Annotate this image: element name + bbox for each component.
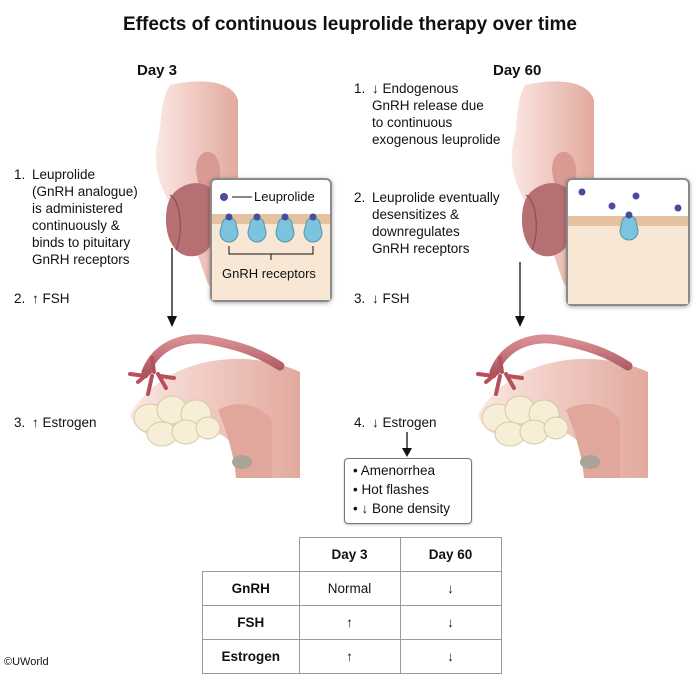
leuprolide-label: Leuprolide [254, 189, 315, 204]
table-row: FSH ↑ ↓ [202, 605, 502, 640]
cell: ↓ [399, 605, 502, 640]
downregulated-receptor [619, 215, 639, 241]
right-step-1: 1.↓ Endogenous GnRH release due to conti… [354, 81, 501, 147]
gnrh-receptors-label: GnRH receptors [222, 266, 316, 281]
right-column-heading: Day 60 [493, 62, 542, 79]
effect-item: • Amenorrhea [353, 463, 436, 478]
cell: ↑ [298, 639, 401, 674]
row-label-gnrh: GnRH [202, 571, 300, 606]
left-arrow-to-ovary [167, 248, 177, 327]
comparison-table: Day 3 Day 60 GnRH Normal ↓ FSH ↑ ↓ Estro… [202, 537, 502, 674]
table-row: Estrogen ↑ ↓ [202, 639, 502, 674]
left-column-heading: Day 3 [137, 62, 178, 79]
cell: ↓ [399, 571, 502, 606]
right-uterus-ovary [476, 334, 648, 478]
row-label-fsh: FSH [202, 605, 300, 640]
cell: ↓ [399, 639, 502, 674]
cell: Normal [298, 571, 401, 606]
diagram-title: Effects of continuous leuprolide therapy… [123, 14, 577, 35]
right-arrow-to-ovary [515, 262, 525, 327]
table-header-day60: Day 60 [399, 537, 502, 572]
right-step-3: 3.↓ FSH [354, 291, 410, 306]
estrogen-to-effects-arrow [402, 432, 412, 457]
right-receptor-inset [566, 178, 690, 306]
left-uterus-ovary [128, 334, 300, 478]
right-step-4: 4.↓ Estrogen [354, 415, 437, 430]
effect-item: • Hot flashes [353, 482, 430, 497]
left-step-1: 1.Leuprolide (GnRH analogue) is administ… [14, 167, 138, 267]
table-header-row: Day 3 Day 60 [203, 537, 502, 572]
copyright: ©UWorld [4, 656, 49, 668]
table-row: GnRH Normal ↓ [202, 571, 502, 606]
effect-item: • ↓ Bone density [353, 501, 451, 516]
cell: ↑ [298, 605, 401, 640]
row-label-estrogen: Estrogen [202, 639, 300, 674]
left-receptor-inset: Leuprolide GnRH receptors [210, 178, 332, 302]
clinical-effects-box: • Amenorrhea • Hot flashes • ↓ Bone dens… [344, 458, 472, 524]
left-step-3: 3.↑ Estrogen [14, 415, 97, 430]
right-step-2: 2.Leuprolide eventually desensitizes & d… [354, 190, 500, 256]
table-header-day3: Day 3 [298, 537, 401, 572]
leuprolide-legend-dot [220, 193, 228, 201]
left-step-2: 2.↑ FSH [14, 291, 70, 306]
